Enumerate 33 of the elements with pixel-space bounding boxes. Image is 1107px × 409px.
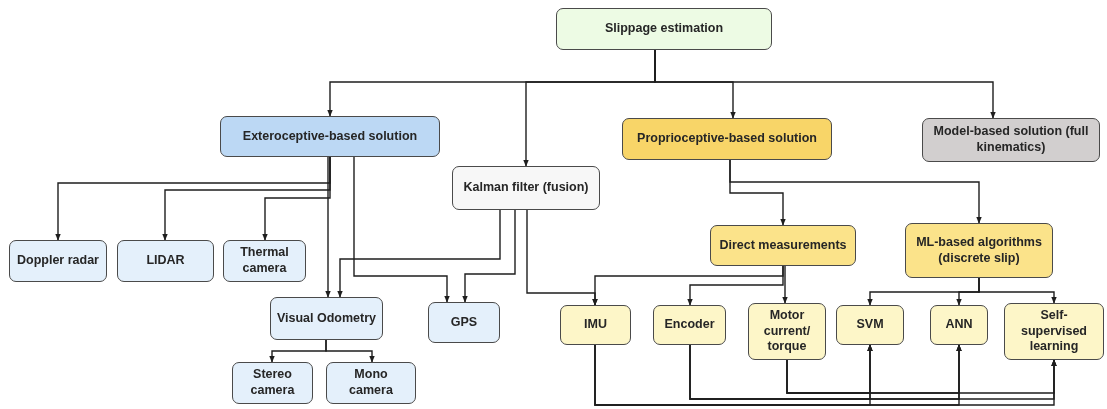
category-box: Encoder [653,305,726,345]
arrow [729,159,982,224]
category-box: Kalman filter (fusion) [452,166,600,210]
category-box: Mono camera [326,362,416,404]
category-box: ML-based algorithms (discrete slip) [905,223,1053,278]
category-box: LIDAR [117,240,214,282]
category-box: Stereo camera [232,362,313,404]
category-box: Doppler radar [9,240,107,282]
category-box: Direct measurements [710,225,856,266]
arrow [262,156,331,241]
arrow [689,344,1057,400]
category-box: Visual Odometry [270,297,383,340]
arrow [353,156,450,303]
category-box: IMU [560,305,631,345]
category-box: Slippage estimation [556,8,772,50]
arrow [325,339,375,363]
category-box: GPS [428,302,500,343]
arrow [594,344,1057,406]
category-box: Thermal camera [223,240,306,282]
arrow [782,265,788,304]
arrow [687,265,784,306]
arrow [337,209,501,298]
category-box: Model-based solution (full kinematics) [922,118,1100,162]
arrow [786,359,1057,394]
category-box: SVM [836,305,904,345]
category-box: Self-supervised learning [1004,303,1104,360]
arrow [978,277,1057,304]
category-box: Motor current/ torque [748,303,826,360]
category-box: Exteroceptive-based solution [220,116,440,157]
arrow [462,209,516,303]
category-box: ANN [930,305,988,345]
category-box: Proprioceptive-based solution [622,118,832,160]
arrow [325,156,331,298]
